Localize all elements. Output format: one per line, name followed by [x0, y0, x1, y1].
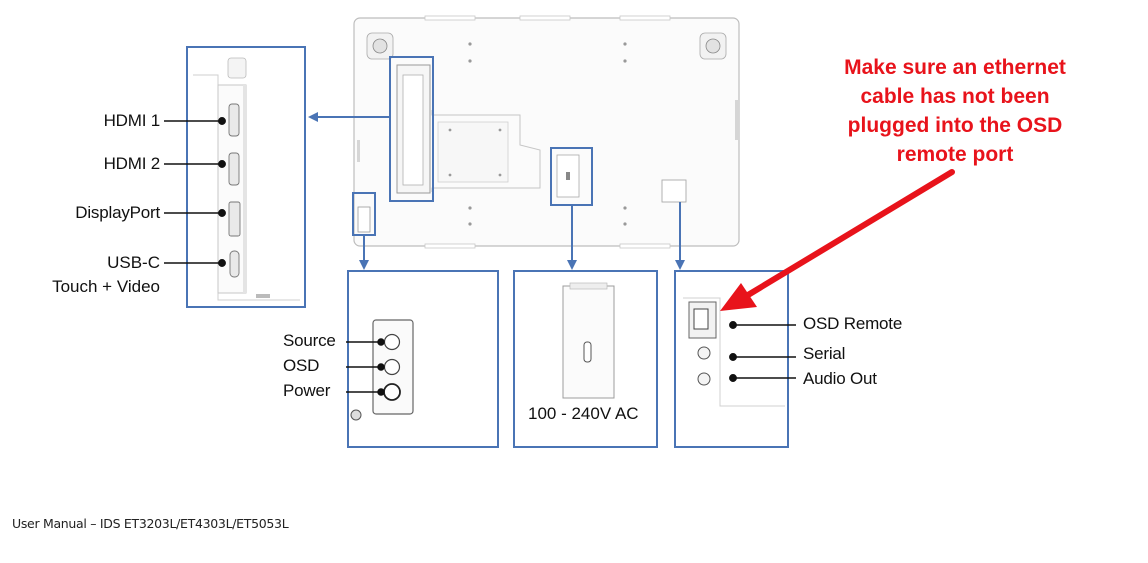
monitor-rear-view	[353, 15, 740, 249]
warning-line-2: cable has not been	[860, 85, 1050, 108]
warning-arrow	[720, 169, 955, 311]
audio-out-port	[697, 372, 711, 386]
power-button	[383, 383, 401, 401]
indicator-led	[350, 409, 362, 421]
label-hdmi2: HDMI 2	[103, 154, 161, 173]
hdmi2-port	[228, 152, 240, 186]
serial-port	[697, 346, 711, 360]
label-usbc: USB-C Touch + Video	[52, 251, 160, 299]
source-button	[383, 333, 401, 351]
warning-line-4: remote port	[896, 143, 1014, 166]
label-hdmi1: HDMI 1	[103, 111, 161, 130]
label-usbc-line1: USB-C	[107, 253, 160, 272]
label-serial: Serial	[803, 344, 846, 363]
hdmi1-port	[228, 103, 240, 137]
power-panel	[513, 270, 658, 448]
video-ports-panel	[186, 46, 306, 308]
power-inlet	[583, 341, 592, 363]
osd-button	[383, 358, 401, 376]
usbc-port	[229, 250, 240, 278]
osd-remote-port	[693, 308, 709, 330]
warning-note: Make sure an ethernet cable has not been…	[800, 53, 1110, 169]
highlight-video-ports	[389, 56, 434, 202]
warning-line-3: plugged into the OSD	[847, 114, 1063, 137]
label-osd: OSD	[283, 356, 320, 375]
buttons-panel	[347, 270, 499, 448]
ports-leaders	[729, 321, 796, 382]
warning-line-1: Make sure an ethernet	[844, 56, 1066, 79]
label-power-input: 100 - 240V AC	[528, 404, 639, 423]
video-leaders	[164, 117, 226, 267]
label-displayport: DisplayPort	[75, 203, 160, 222]
label-audio-out: Audio Out	[803, 369, 877, 388]
displayport-port	[228, 201, 241, 237]
callout-arrows	[308, 112, 685, 270]
footer-text: User Manual – IDS ET3203L/ET4303L/ET5053…	[12, 516, 289, 531]
label-source: Source	[283, 331, 336, 350]
buttons-leaders	[346, 338, 385, 396]
label-usbc-line2: Touch + Video	[52, 277, 160, 296]
label-osd-remote: OSD Remote	[803, 314, 903, 333]
label-power: Power	[283, 381, 331, 400]
